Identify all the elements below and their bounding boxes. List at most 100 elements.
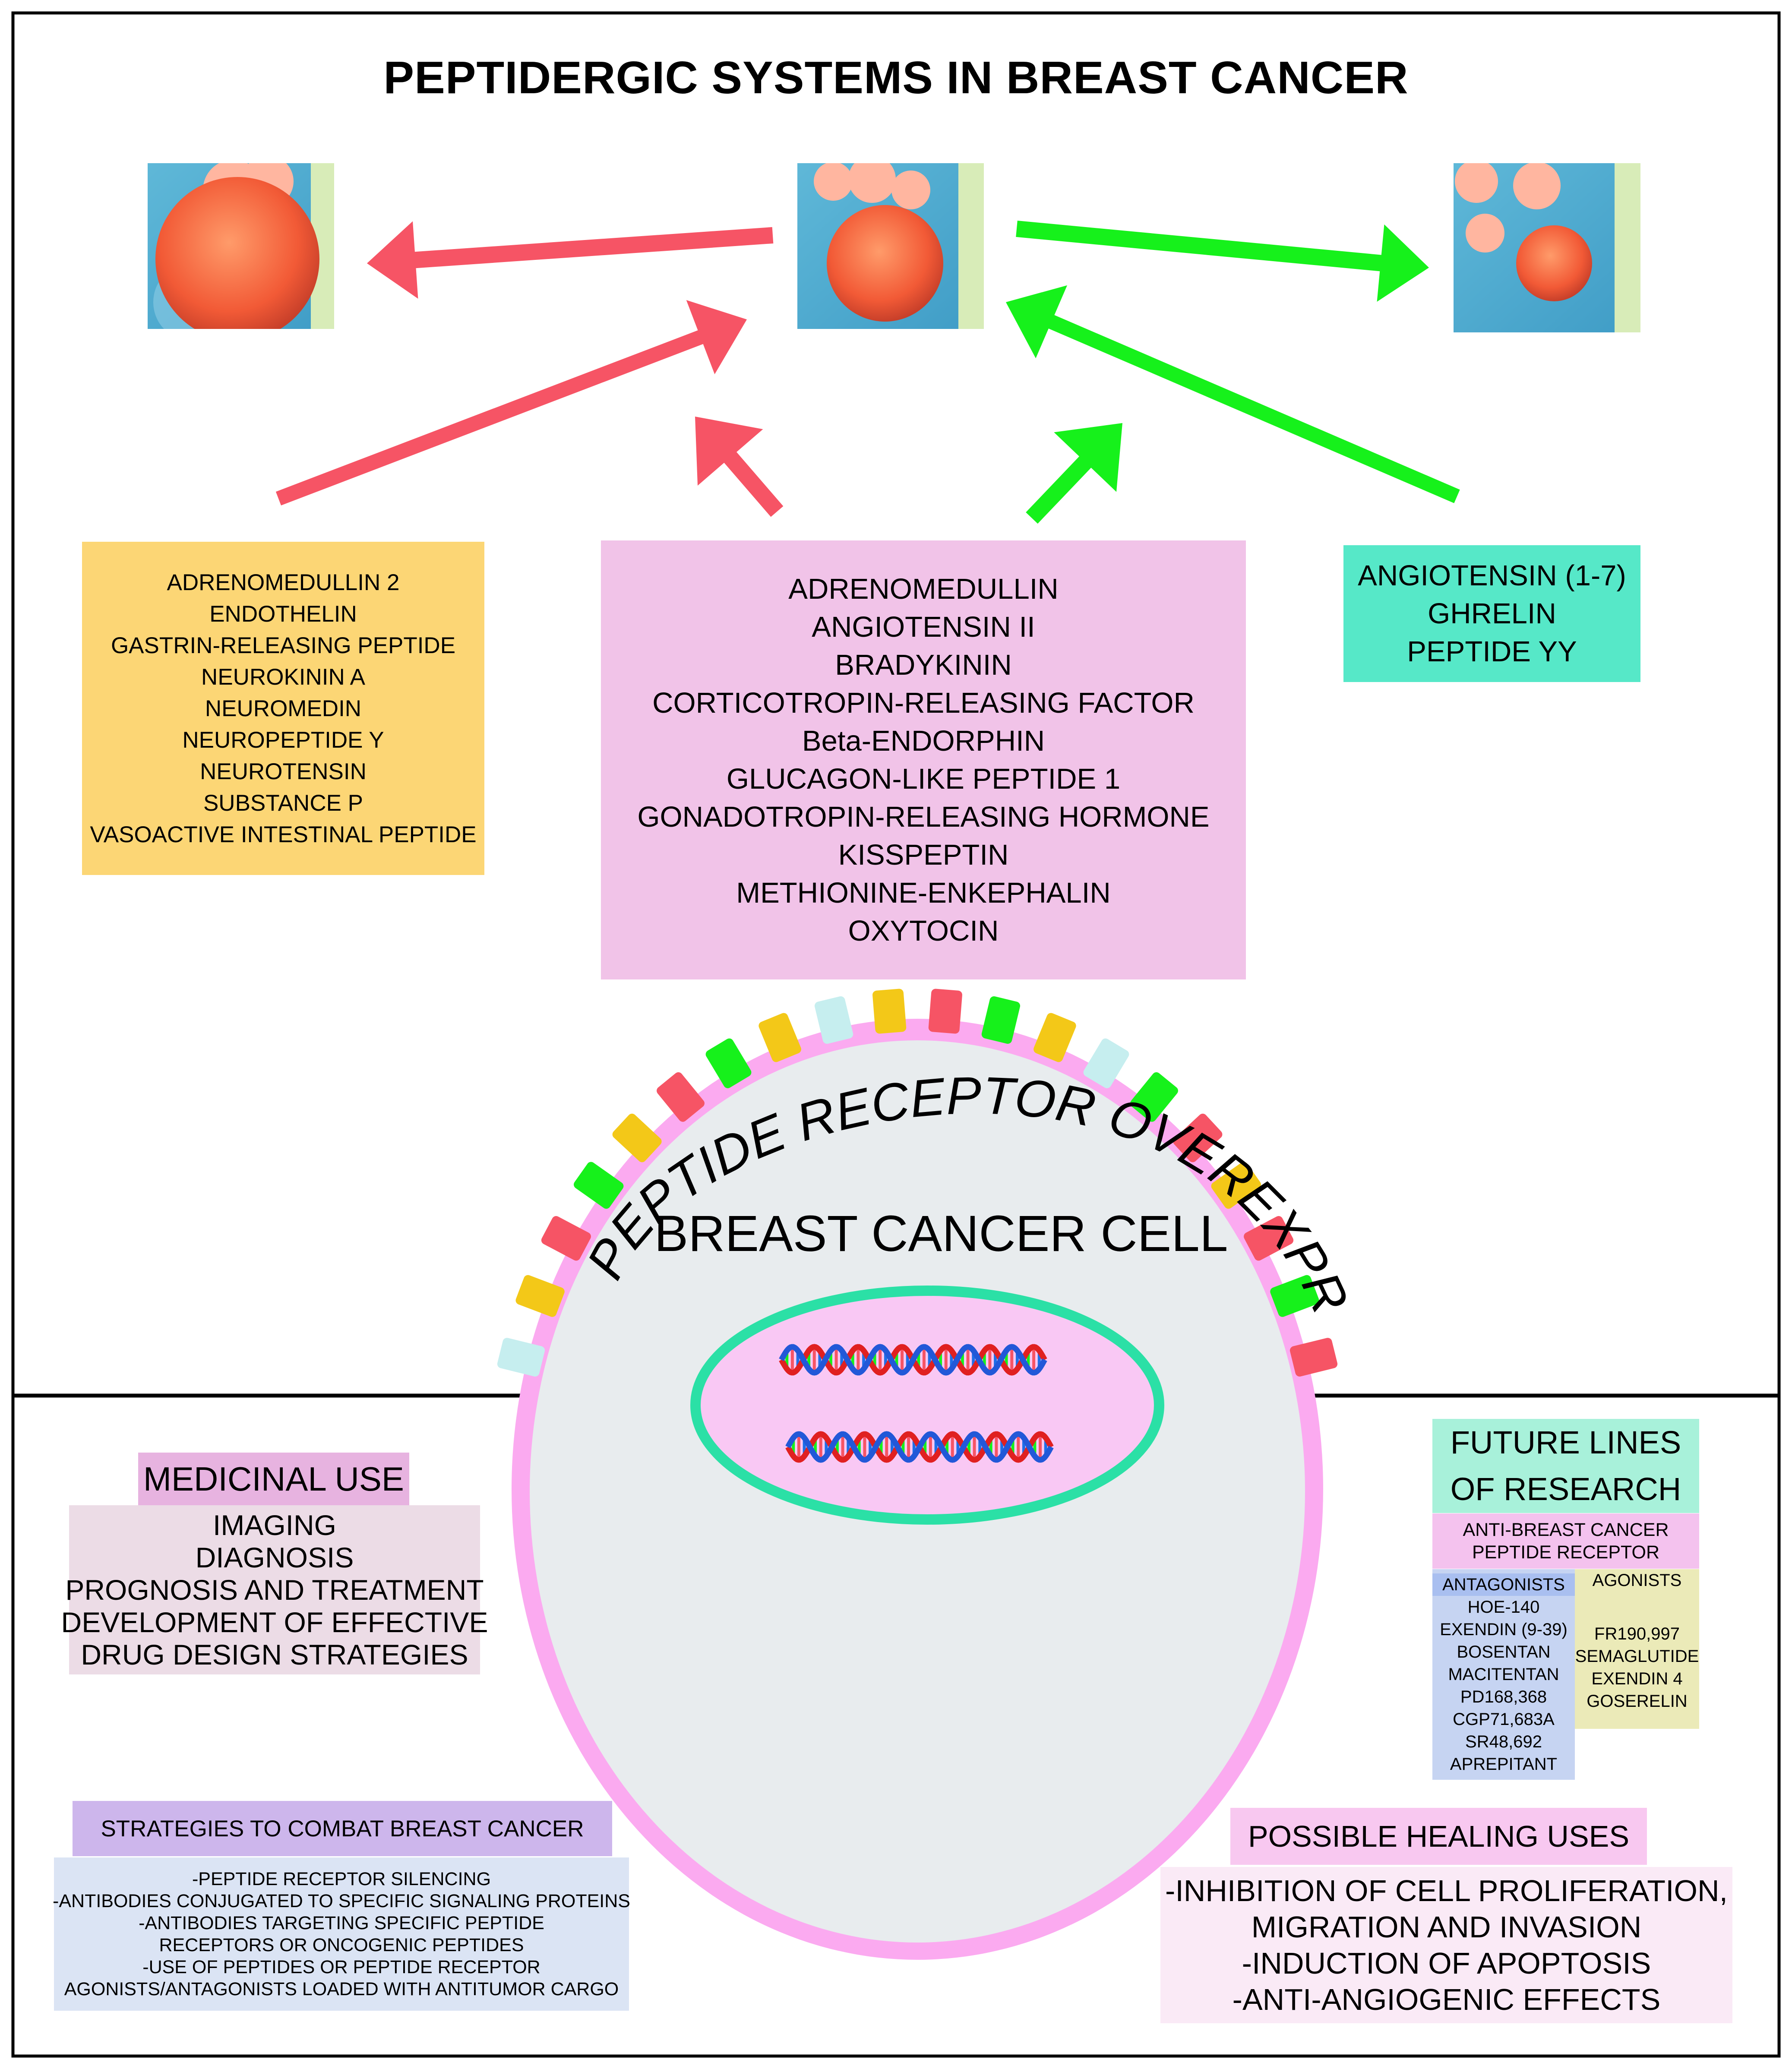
arrow-pink-up-green <box>1026 423 1122 524</box>
future-research-subheading-line: PEPTIDE RECEPTOR <box>1472 1542 1660 1563</box>
receptor <box>497 1338 545 1377</box>
strategy-item: -PEPTIDE RECEPTOR SILENCING <box>192 1868 491 1889</box>
antagonist-item: HOE-140 <box>1467 1598 1540 1617</box>
peptide-item: BRADYKININ <box>835 648 1012 681</box>
healing-uses-list: -INHIBITION OF CELL PROLIFERATION,MIGRAT… <box>1160 1867 1732 2023</box>
medicinal-use-item: DRUG DESIGN STRATEGIES <box>81 1638 468 1671</box>
antagonist-item: PD168,368 <box>1460 1687 1547 1706</box>
peptide-item: Beta-ENDORPHIN <box>802 724 1045 757</box>
peptide-item: VASOACTIVE INTESTINAL PEPTIDE <box>90 821 477 847</box>
receptor <box>705 1038 752 1088</box>
strategy-item: -ANTIBODIES TARGETING SPECIFIC PEPTIDE <box>139 1912 544 1933</box>
tumor-inhibiting-peptides-box: ANGIOTENSIN (1-7) GHRELIN PEPTIDE YY <box>1343 545 1640 682</box>
medicinal-use-item: IMAGING <box>212 1509 336 1541</box>
arrow-pink-up-red <box>695 417 784 517</box>
peptide-item: GHRELIN <box>1428 597 1556 630</box>
peptide-item: SUBSTANCE P <box>203 790 363 816</box>
antagonist-item: CGP71,683A <box>1453 1710 1555 1729</box>
peptide-item: NEUROPEPTIDE Y <box>182 727 384 753</box>
receptor-ring <box>497 989 1338 1377</box>
dna-helices <box>779 1344 1054 1463</box>
receptor <box>1270 1275 1319 1317</box>
cell-nucleus <box>690 1286 1164 1525</box>
receptor <box>612 1113 662 1162</box>
peptide-item: ADRENOMEDULLIN 2 <box>167 569 400 595</box>
antagonist-item: BOSENTAN <box>1457 1643 1551 1662</box>
peptide-item: PEPTIDE YY <box>1407 635 1577 668</box>
receptor <box>981 996 1021 1044</box>
medicinal-use-item: DIAGNOSIS <box>195 1541 354 1573</box>
strategy-item: -USE OF PEPTIDES OR PEPTIDE RECEPTOR <box>142 1956 540 1977</box>
antagonist-item: MACITENTAN <box>1448 1665 1559 1684</box>
receptor <box>515 1275 565 1317</box>
agonist-item: GOSERELIN <box>1587 1692 1688 1711</box>
medicinal-use-heading: MEDICINAL USE <box>138 1453 409 1505</box>
figure-title: PEPTIDERGIC SYSTEMS IN BREAST CANCER <box>383 52 1409 103</box>
antagonist-item: APREPITANT <box>1450 1755 1558 1774</box>
peptide-item: GASTRIN-RELEASING PEPTIDE <box>111 632 456 658</box>
peptide-item: GLUCAGON-LIKE PEPTIDE 1 <box>726 762 1121 795</box>
future-research-heading-line: OF RESEARCH <box>1450 1471 1681 1507</box>
receptor <box>1130 1072 1178 1122</box>
outer-frame <box>11 11 1781 2058</box>
peptide-item: ANGIOTENSIN (1-7) <box>1358 559 1626 592</box>
receptor <box>1211 1162 1261 1209</box>
antagonist-item: EXENDIN (9-39) <box>1440 1620 1568 1639</box>
healing-use-item: MIGRATION AND INVASION <box>1251 1910 1642 1944</box>
healing-use-item: -INDUCTION OF APOPTOSIS <box>1242 1946 1651 1980</box>
agonists-label: AGONISTS <box>1592 1571 1682 1590</box>
cell-label: BREAST CANCER CELL <box>654 1205 1228 1262</box>
strategy-item: -ANTIBODIES CONJUGATED TO SPECIFIC SIGNA… <box>53 1890 630 1911</box>
future-research-heading: FUTURE LINES OF RESEARCH <box>1432 1419 1699 1513</box>
arrow-regression-right <box>1016 221 1429 302</box>
healing-use-item: -ANTI-ANGIOGENIC EFFECTS <box>1232 1983 1661 2016</box>
peptide-item: ANGIOTENSIN II <box>812 610 1035 643</box>
arrow-orange-to-tumor <box>275 300 747 505</box>
tumor-image-small <box>1454 163 1640 332</box>
strategy-item: RECEPTORS OR ONCOGENIC PEPTIDES <box>159 1934 524 1955</box>
peptide-item: CORTICOTROPIN-RELEASING FACTOR <box>652 686 1195 719</box>
healing-uses-heading: POSSIBLE HEALING USES <box>1230 1808 1647 1865</box>
receptor <box>759 1013 801 1062</box>
receptor <box>541 1216 591 1261</box>
receptor <box>1083 1038 1129 1088</box>
future-research-heading-line: FUTURE LINES <box>1450 1425 1681 1460</box>
strategies-heading: STRATEGIES TO COMBAT BREAST CANCER <box>73 1801 612 1856</box>
receptor <box>872 989 907 1034</box>
strategies-list: -PEPTIDE RECEPTOR SILENCING-ANTIBODIES C… <box>53 1857 630 2011</box>
arrow-growth-left <box>367 221 774 299</box>
peptide-item: GONADOTROPIN-RELEASING HORMONE <box>637 800 1210 833</box>
medicinal-use-item: DEVELOPMENT OF EFFECTIVE <box>61 1606 488 1638</box>
healing-use-item: -INHIBITION OF CELL PROLIFERATION, <box>1165 1874 1728 1908</box>
receptor <box>657 1072 705 1122</box>
receptor <box>1244 1216 1294 1261</box>
agonist-item: EXENDIN 4 <box>1591 1669 1683 1688</box>
antagonists-label: ANTAGONISTS <box>1432 1573 1575 1596</box>
peptide-item: KISSPEPTIN <box>838 838 1009 871</box>
arrow-teal-to-tumor <box>1006 285 1460 503</box>
tumor-image-large <box>148 163 334 329</box>
medicinal-use-item: PROGNOSIS AND TREATMENT <box>65 1573 484 1606</box>
agonist-item: SEMAGLUTIDE <box>1575 1647 1699 1666</box>
receptor <box>574 1162 624 1209</box>
receptor <box>1033 1013 1076 1062</box>
receptor <box>1289 1338 1338 1377</box>
peptide-item: METHIONINE-ENKEPHALIN <box>736 876 1111 909</box>
tumor-image-medium <box>797 163 984 329</box>
peptide-item: NEUROMEDIN <box>205 695 362 721</box>
dna-helix <box>779 1344 1047 1376</box>
strategy-item: AGONISTS/ANTAGONISTS LOADED WITH ANTITUM… <box>64 1978 619 2000</box>
agonist-item: FR190,997 <box>1594 1624 1680 1643</box>
future-research-subheading-line: ANTI-BREAST CANCER <box>1463 1519 1669 1540</box>
peptide-item: NEUROTENSIN <box>200 758 367 784</box>
receptor <box>1173 1113 1223 1162</box>
peptide-item: NEUROKININ A <box>201 664 365 690</box>
